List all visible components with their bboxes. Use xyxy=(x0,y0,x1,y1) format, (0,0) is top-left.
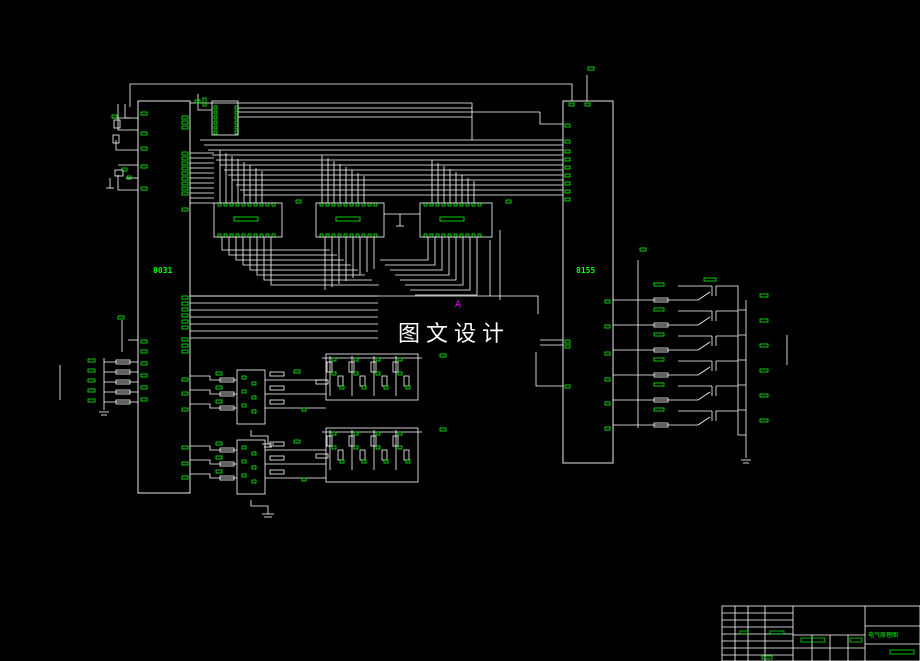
latch-chip-3 xyxy=(419,202,493,238)
cpu-chip-label: 8031 xyxy=(153,266,172,275)
io-chip-label: 8155 xyxy=(576,266,595,275)
title-block-title: 电气原理图 xyxy=(868,631,898,639)
title-block xyxy=(721,605,920,661)
latch-chip-1 xyxy=(213,202,283,238)
title-block-fields xyxy=(739,630,915,660)
driver-block-1 xyxy=(325,353,419,401)
wiring xyxy=(59,75,788,518)
io-chip xyxy=(562,100,614,464)
latch-chip-2 xyxy=(315,202,385,238)
opto-block-1 xyxy=(236,369,266,425)
watermark-box xyxy=(378,315,540,351)
driver-block-2 xyxy=(325,427,419,483)
opto-block-2 xyxy=(236,439,266,495)
watermark-text: 图文设计 xyxy=(398,322,510,347)
cpu-chip xyxy=(137,100,191,494)
watermark-marker: A xyxy=(455,300,462,310)
top-logic-chip xyxy=(211,100,239,136)
